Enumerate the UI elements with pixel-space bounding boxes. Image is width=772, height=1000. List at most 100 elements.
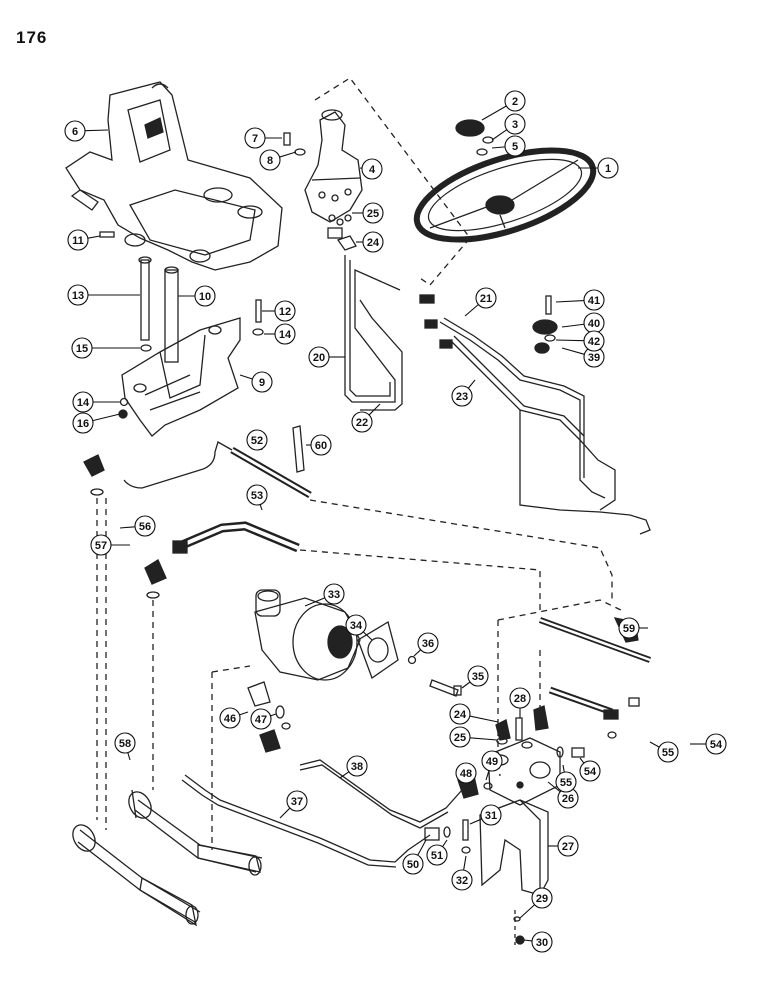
callout-leader <box>469 715 499 723</box>
callout-11: 11 <box>67 229 101 251</box>
callout-leader <box>92 413 121 422</box>
callout-50: 50 <box>402 839 427 875</box>
callout-circle <box>449 726 471 748</box>
callout-circle <box>351 411 373 433</box>
bolt-part <box>99 231 115 238</box>
callout-47: 47 <box>250 708 277 730</box>
callout-leader <box>485 770 490 781</box>
callout-circle <box>475 287 497 309</box>
steel-line-part <box>359 299 403 411</box>
callout-leader <box>519 904 535 919</box>
callout-label: 8 <box>267 155 273 167</box>
callout-12: 12 <box>262 300 296 322</box>
callout-label: 23 <box>456 391 468 403</box>
elbow-fitting-part <box>327 227 343 239</box>
callout-24: 24 <box>356 231 384 253</box>
callout-38: 38 <box>339 755 368 779</box>
spacer-tube-part <box>164 266 179 363</box>
callout-label: 7 <box>252 133 258 145</box>
steering-cylinder-part <box>128 791 263 876</box>
callout-16: 16 <box>72 412 121 434</box>
callout-circle <box>504 113 526 135</box>
callout-leader <box>239 711 249 716</box>
callout-leader <box>417 839 427 856</box>
fitting-part <box>424 827 440 841</box>
hose-part <box>172 521 300 554</box>
callout-label: 27 <box>562 841 574 853</box>
callout-leader <box>413 649 422 657</box>
callout-3: 3 <box>491 113 526 141</box>
callout-label: 41 <box>588 295 600 307</box>
callout-14: 14 <box>72 391 120 413</box>
o-ring-part <box>328 214 352 226</box>
callout-circle <box>362 231 384 253</box>
callout-35: 35 <box>461 665 489 689</box>
callout-circle <box>557 835 579 857</box>
callout-label: 4 <box>369 164 376 176</box>
nut-part <box>515 935 525 945</box>
steering-cylinder-part <box>72 824 201 927</box>
callout-circle <box>481 750 503 772</box>
callout-circle <box>244 127 266 149</box>
callout-label: 60 <box>315 440 327 452</box>
page-number: 176 <box>16 28 48 47</box>
callout-label: 15 <box>76 343 88 355</box>
o-ring-part <box>90 488 104 496</box>
callout-21: 21 <box>464 287 497 317</box>
callout-leader <box>491 146 506 149</box>
o-ring-part <box>483 782 493 790</box>
callout-23: 23 <box>451 379 476 407</box>
callout-label: 33 <box>328 589 340 601</box>
callout-leader <box>304 597 325 607</box>
callout-circle <box>555 771 577 793</box>
callout-48: 48 <box>455 762 477 784</box>
callout-label: 29 <box>536 893 548 905</box>
callout-52: 52 <box>246 429 268 451</box>
callout-label: 31 <box>485 810 497 822</box>
callout-leader <box>523 939 533 942</box>
callout-circle <box>417 632 439 654</box>
callout-circle <box>323 583 345 605</box>
callout-25: 25 <box>352 202 384 224</box>
callout-circle <box>274 300 296 322</box>
callout-label: 52 <box>251 435 263 447</box>
callout-label: 35 <box>472 671 484 683</box>
callout-circle <box>451 869 473 891</box>
callout-leader <box>561 323 585 328</box>
callout-6: 6 <box>64 120 109 142</box>
callout-circle <box>219 707 241 729</box>
bolt-part <box>462 819 469 841</box>
long-bolt-part <box>138 256 152 341</box>
nut-part <box>118 397 129 419</box>
fitting-part <box>603 709 619 720</box>
callout-leader <box>579 757 585 764</box>
callout-leader <box>481 105 507 121</box>
clamp-part <box>532 319 558 335</box>
callout-leader <box>127 752 131 761</box>
callout-4: 4 <box>359 158 383 180</box>
callout-label: 11 <box>72 235 84 247</box>
fitting-part <box>495 719 511 741</box>
callout-circle <box>67 229 89 251</box>
washer-part <box>140 344 152 352</box>
callout-circle <box>72 412 94 434</box>
callout-label: 26 <box>562 793 574 805</box>
callout-42: 42 <box>555 330 605 352</box>
callout-49: 49 <box>481 750 503 781</box>
callout-label: 32 <box>456 875 468 887</box>
elbow-fitting-part <box>259 729 281 753</box>
callout-label: 54 <box>584 766 597 778</box>
screw-part <box>545 295 552 315</box>
callout-circle <box>618 617 640 639</box>
callout-leader <box>87 235 101 239</box>
callout-label: 53 <box>251 490 263 502</box>
callout-circle <box>251 371 273 393</box>
callout-label: 47 <box>255 714 267 726</box>
fitting-part <box>515 717 523 741</box>
callout-55: 55 <box>649 741 679 763</box>
o-ring-part <box>443 826 451 838</box>
callout-leader <box>464 304 479 317</box>
support-bracket-part <box>121 317 241 437</box>
callout-25: 25 <box>449 726 498 748</box>
